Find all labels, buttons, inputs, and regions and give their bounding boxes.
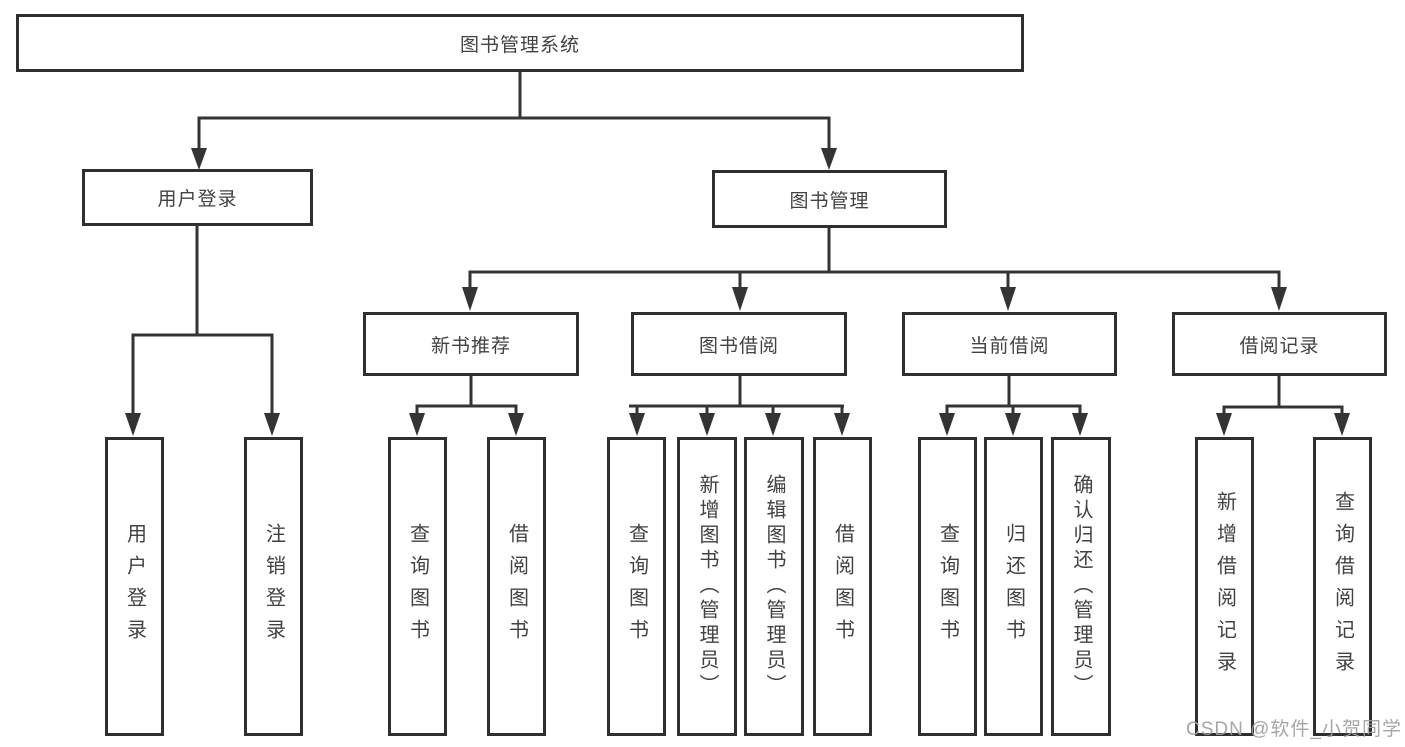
node-borrowing-records: 借阅记录 [1172, 312, 1387, 376]
leaf-label: 查询图书 [625, 522, 648, 651]
node-label: 借阅记录 [1239, 335, 1320, 357]
leaf-user-login: 用户登录 [105, 437, 164, 736]
leaf-label: 编辑图书（管理员） [763, 474, 785, 699]
node-label: 图书借阅 [698, 335, 779, 357]
node-label: 新书推荐 [430, 335, 511, 357]
node-label: 当前借阅 [969, 335, 1050, 357]
leaf-label: 确认归还（管理员） [1070, 474, 1092, 699]
leaf-label: 新增借阅记录 [1213, 490, 1236, 683]
leaf-label: 查询借阅记录 [1331, 490, 1354, 683]
node-library-management-system: 图书管理系统 [16, 14, 1024, 72]
leaf-return-books: 归还图书 [984, 437, 1043, 736]
leaf-add-borrow-record: 新增借阅记录 [1195, 437, 1254, 736]
node-new-book-recommend: 新书推荐 [363, 312, 579, 376]
csdn-watermark: CSDN @软件_小贺同学 [1186, 719, 1402, 740]
leaf-confirm-return-admin: 确认归还（管理员） [1051, 437, 1111, 736]
leaf-query-books-current: 查询图书 [918, 437, 977, 736]
leaf-label: 新增图书（管理员） [696, 474, 718, 699]
node-user-login: 用户登录 [82, 169, 313, 226]
node-label: 图书管理系统 [459, 34, 580, 56]
leaf-logout: 注销登录 [244, 437, 303, 736]
leaf-label: 查询图书 [406, 522, 429, 651]
leaf-borrow-books-recommend: 借阅图书 [487, 437, 546, 736]
leaf-label: 借阅图书 [505, 522, 528, 651]
leaf-add-books-admin: 新增图书（管理员） [677, 437, 737, 736]
leaf-label: 借阅图书 [831, 522, 854, 651]
leaf-label: 注销登录 [262, 522, 285, 651]
node-book-borrowing: 图书借阅 [631, 312, 847, 376]
leaf-label: 查询图书 [936, 522, 959, 651]
leaf-label: 归还图书 [1002, 522, 1025, 651]
leaf-query-borrow-record: 查询借阅记录 [1313, 437, 1372, 736]
node-book-management: 图书管理 [712, 170, 947, 228]
leaf-query-books-borrow: 查询图书 [607, 437, 666, 736]
node-current-borrowing: 当前借阅 [902, 312, 1117, 376]
leaf-edit-books-admin: 编辑图书（管理员） [744, 437, 804, 736]
node-label: 用户登录 [157, 189, 238, 210]
leaf-query-books-recommend: 查询图书 [388, 437, 447, 736]
leaf-borrow-books: 借阅图书 [813, 437, 872, 736]
leaf-label: 用户登录 [123, 522, 146, 651]
node-label: 图书管理 [789, 190, 870, 212]
